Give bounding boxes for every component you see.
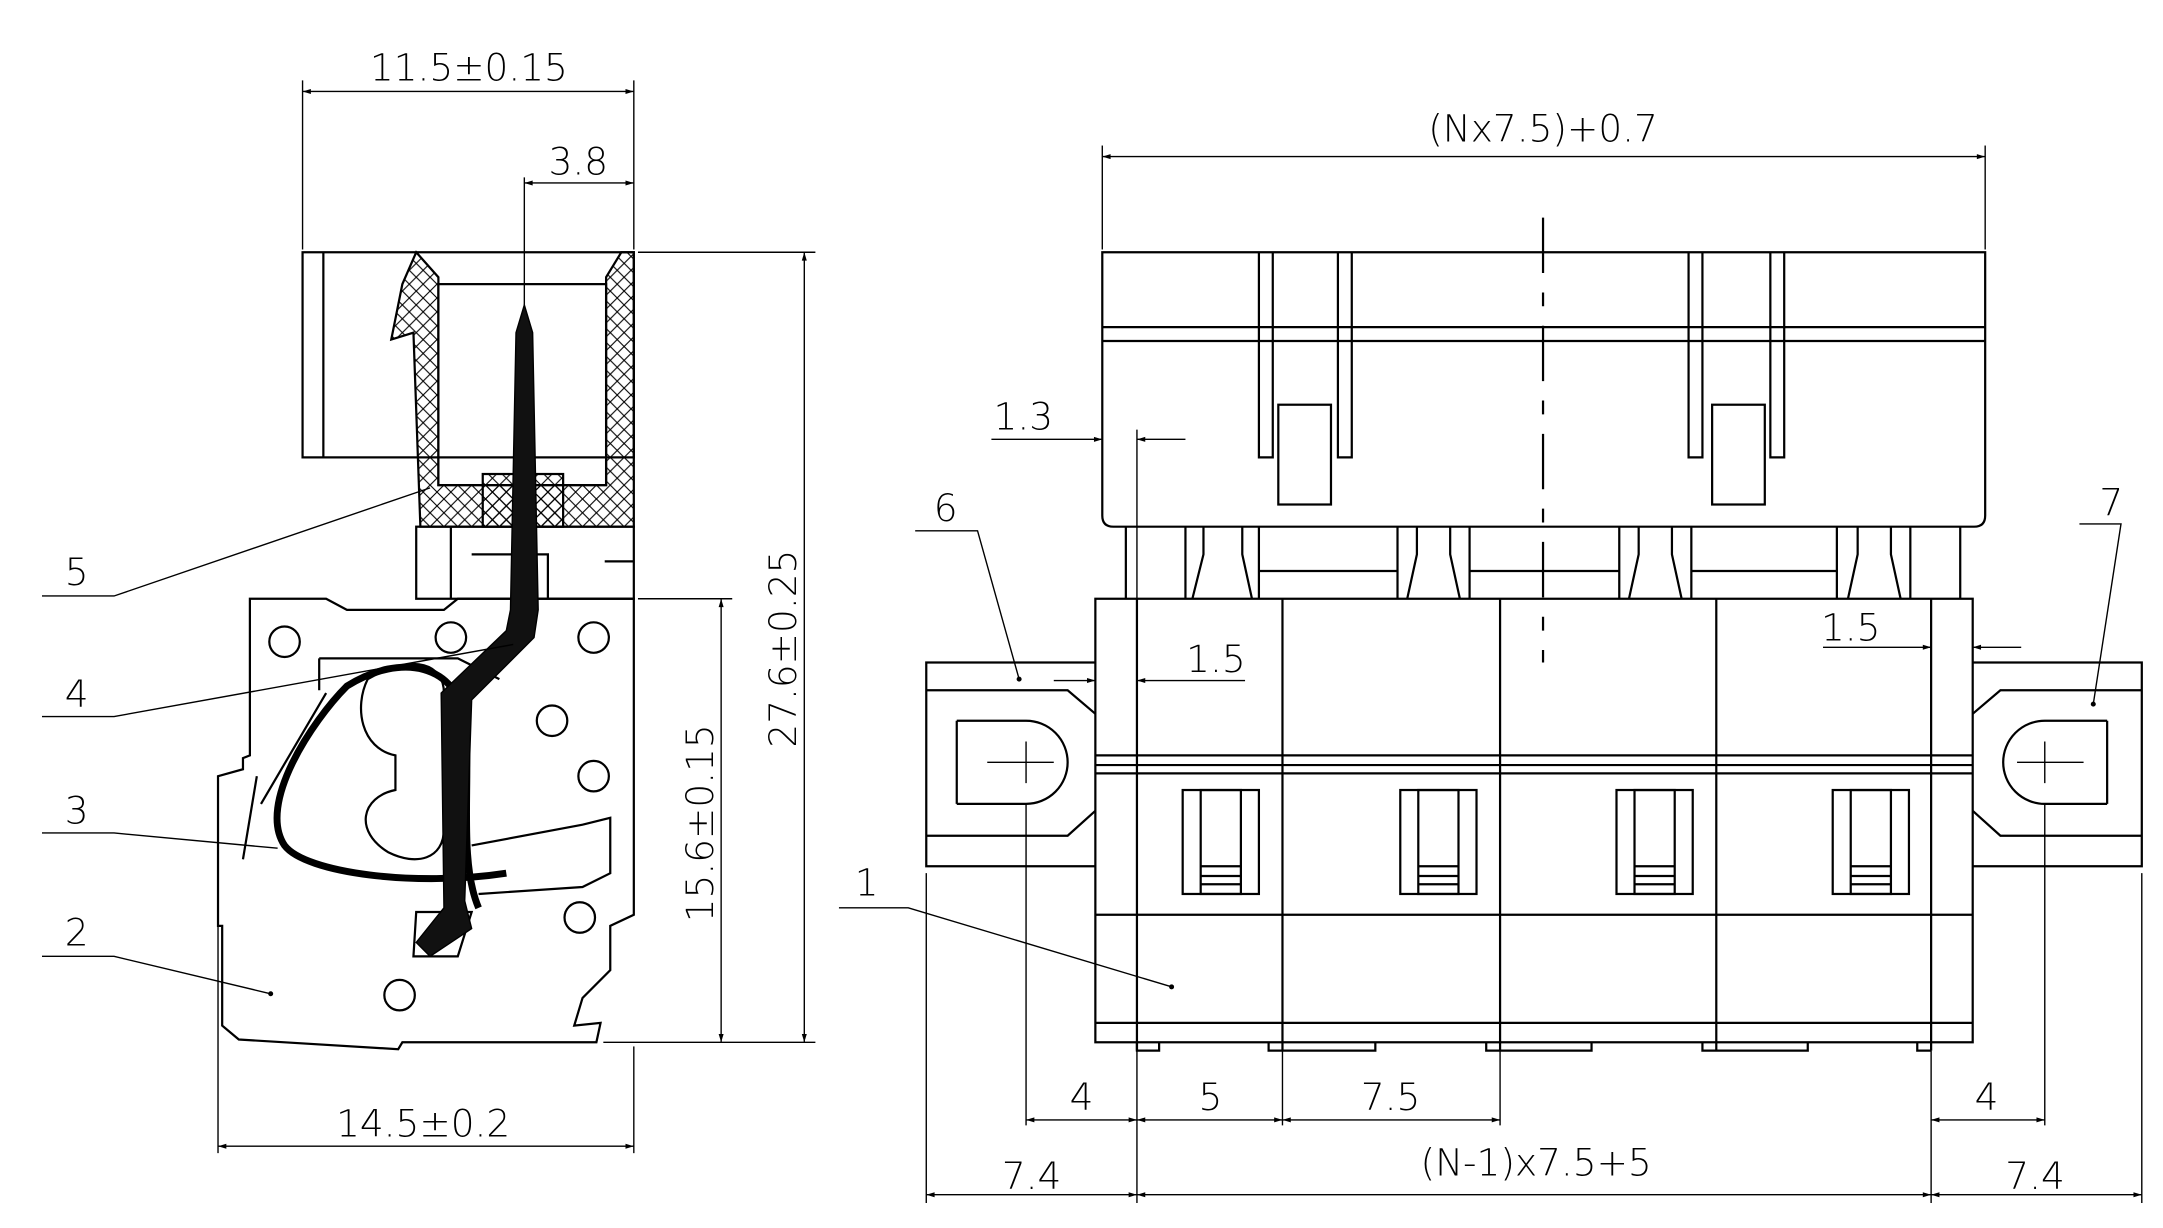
callout-6: 6 bbox=[934, 486, 958, 530]
callout-2: 2 bbox=[65, 910, 89, 954]
dim-width-top: 11.5±0.15 bbox=[370, 45, 568, 89]
callout-1: 1 bbox=[855, 860, 879, 904]
dim-flange-right: 7.4 bbox=[2005, 1154, 2065, 1198]
flange-right bbox=[1971, 661, 2143, 868]
front-callouts: 6 7 1 bbox=[838, 481, 2123, 990]
dim-plug-width: (Nx7.5)+0.7 bbox=[1428, 106, 1658, 150]
callout-5: 5 bbox=[65, 550, 89, 594]
dim-flange-left: 7.4 bbox=[1002, 1154, 1062, 1198]
callout-4: 4 bbox=[65, 672, 89, 716]
wire-entry-windows bbox=[1181, 788, 1911, 896]
front-dimensions: (Nx7.5)+0.7 1.3 1.5 1.5 4 5 7.5 4 7.4 bbox=[925, 106, 2143, 1204]
side-dimensions: 11.5±0.15 3.8 27.6±0.25 15.6±0.15 14.5±0… bbox=[217, 45, 816, 1154]
dim-offset-top: 1.3 bbox=[994, 395, 1054, 439]
plug-front bbox=[1101, 217, 1987, 663]
side-callouts: 5 4 3 2 bbox=[41, 487, 514, 997]
dim-offset-left: 1.5 bbox=[1186, 637, 1246, 681]
dim-flange-hole-right: 4 bbox=[1975, 1075, 1999, 1119]
dim-body-length: (N-1)x7.5+5 bbox=[1420, 1140, 1651, 1184]
callout-3: 3 bbox=[65, 788, 89, 832]
dim-height-header: 15.6±0.15 bbox=[678, 724, 722, 922]
dim-first-pitch: 5 bbox=[1198, 1075, 1222, 1119]
header-outline bbox=[216, 302, 635, 1051]
plug-outline bbox=[301, 250, 635, 600]
dim-width-bottom: 14.5±0.2 bbox=[336, 1102, 510, 1146]
dim-offset-right: 1.5 bbox=[1821, 605, 1881, 649]
dim-pin-offset: 3.8 bbox=[549, 140, 608, 184]
dim-height-total: 27.6±0.25 bbox=[761, 550, 805, 748]
flange-left bbox=[925, 661, 1097, 868]
header-front bbox=[925, 597, 2143, 1052]
callout-7: 7 bbox=[2099, 481, 2123, 525]
dim-flange-hole-left: 4 bbox=[1070, 1075, 1094, 1119]
side-view: 11.5±0.15 3.8 27.6±0.25 15.6±0.15 14.5±0… bbox=[41, 45, 816, 1154]
front-view: (Nx7.5)+0.7 1.3 1.5 1.5 4 5 7.5 4 7.4 bbox=[838, 106, 2143, 1204]
dim-pitch: 7.5 bbox=[1361, 1075, 1420, 1119]
